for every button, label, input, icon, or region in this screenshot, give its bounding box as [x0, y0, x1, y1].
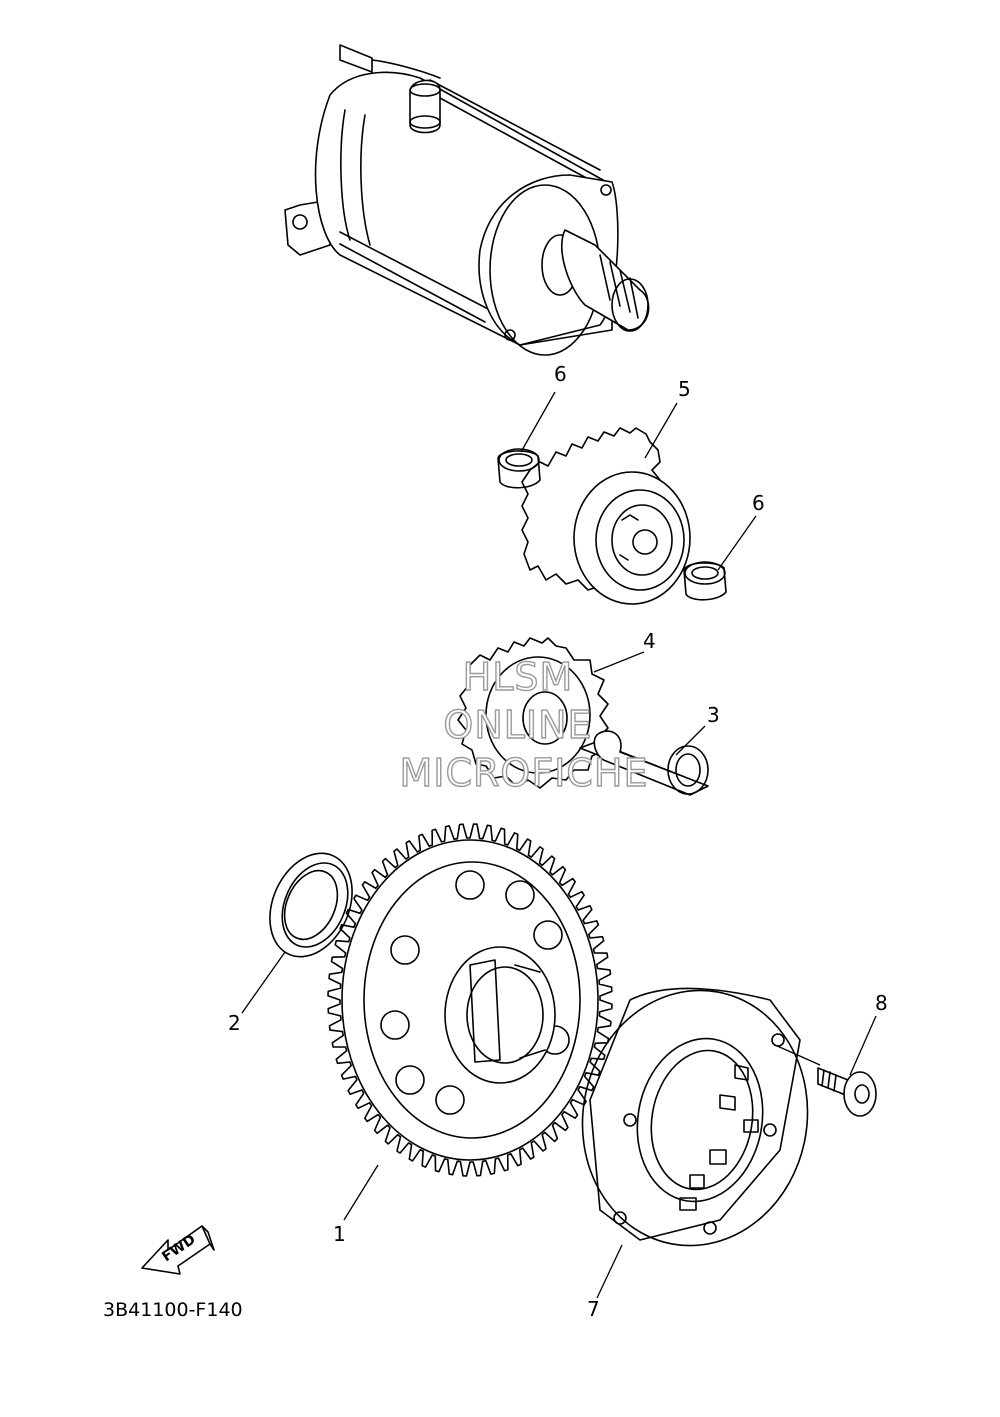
callout-6-upper: 6: [554, 362, 567, 386]
watermark-line-3: MICROFICHE: [399, 751, 648, 795]
callout-4: 4: [643, 629, 656, 653]
idler-gear-5: [521, 427, 691, 605]
shaft-3: [579, 730, 709, 796]
watermark-line-1: HLSM: [463, 655, 574, 699]
collar-6-lower: [683, 561, 727, 601]
watermark: HLSM ONLINE MICROFICHE: [399, 654, 648, 795]
forward-arrow-icon: FWD: [141, 1225, 215, 1275]
callout-6-lower: 6: [752, 491, 765, 515]
watermark-line-2: ONLINE: [443, 703, 592, 747]
callouts: 6 5 6 4 3 8 2 1 7: [228, 362, 888, 1321]
washer-2: [269, 852, 353, 958]
callout-5: 5: [678, 377, 691, 401]
starter-motor: [284, 44, 650, 356]
callout-2: 2: [228, 1011, 241, 1035]
leader-lines: [241, 391, 877, 1299]
catalog-code: 3B41100-F140: [103, 1299, 243, 1321]
one-way-clutch-7: [581, 987, 809, 1247]
starter-wheel-gear-1: [327, 823, 613, 1177]
callout-1: 1: [333, 1222, 346, 1246]
bolt-8: [817, 1067, 877, 1117]
callout-8: 8: [875, 991, 888, 1015]
callout-3: 3: [707, 703, 720, 727]
collar-6-upper: [497, 448, 541, 489]
callout-7: 7: [587, 1297, 600, 1321]
